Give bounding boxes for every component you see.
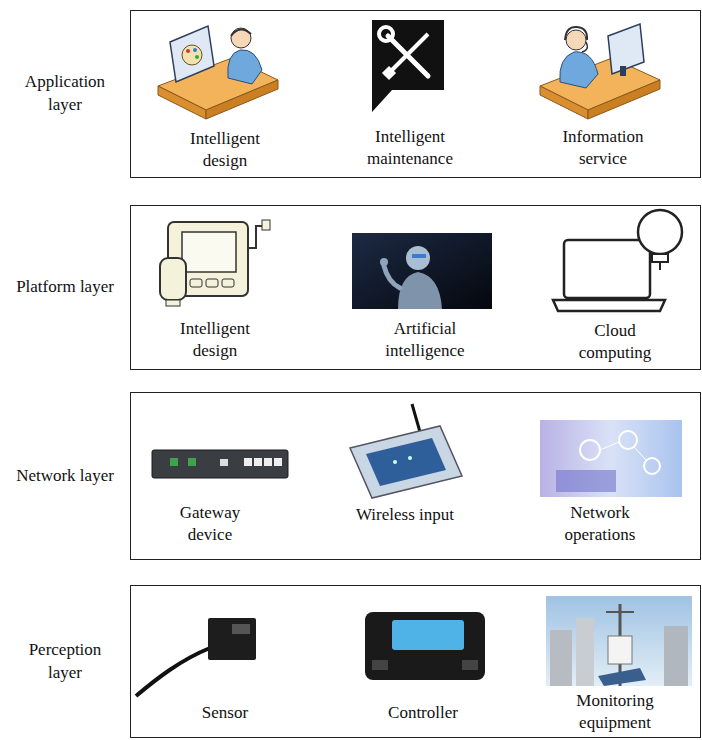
component-label: Cloud computing: [565, 320, 665, 364]
controller-icon: [365, 612, 485, 680]
layer-label: Network layer: [10, 465, 120, 488]
layer-label: Application layer: [10, 71, 120, 117]
monitoring-photo: [546, 596, 692, 686]
layer-label: Perception layer: [10, 639, 120, 685]
component-label: Intelligent maintenance: [360, 126, 460, 170]
component-label: Wireless input: [355, 504, 455, 526]
component-label: Intelligent design: [165, 318, 265, 362]
component-label: Information service: [553, 126, 653, 170]
component-label: Artificial intelligence: [375, 318, 475, 362]
maintenance-icon: [372, 20, 444, 112]
component-label: Network operations: [550, 502, 650, 546]
component-label: Intelligent design: [175, 128, 275, 172]
service-icon: [540, 24, 660, 119]
component-label: Controller: [373, 702, 473, 724]
network-photo: [540, 420, 682, 497]
component-label: Monitoring equipment: [565, 690, 665, 734]
gateway-icon: [152, 450, 288, 478]
wireless-icon: [350, 404, 462, 498]
terminal-icon: [160, 220, 270, 306]
component-label: Gateway device: [160, 502, 260, 546]
laptop-icon: [553, 210, 682, 311]
ai-photo: [352, 233, 492, 309]
sensor-icon: [136, 618, 256, 696]
layer-label: Platform layer: [10, 276, 120, 299]
designer-icon: [158, 26, 278, 119]
component-label: Sensor: [175, 702, 275, 724]
